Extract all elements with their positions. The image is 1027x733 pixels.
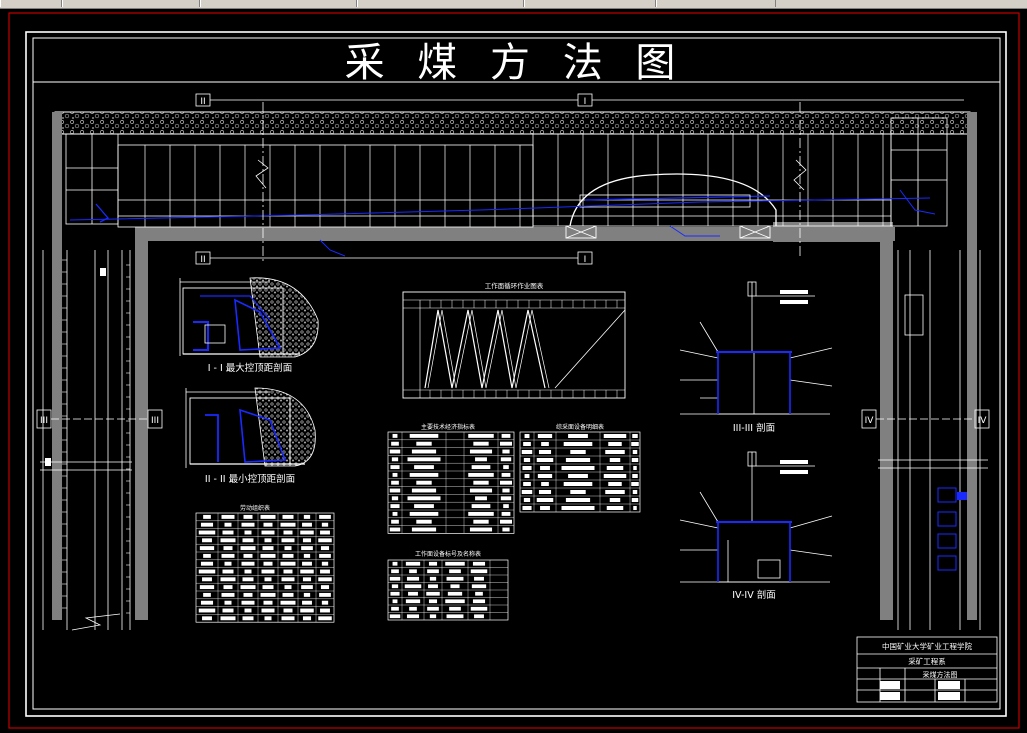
section-mark: I xyxy=(584,255,587,265)
section-mark: III xyxy=(40,416,48,426)
section-mark: II xyxy=(200,97,205,107)
toolbar-segment[interactable] xyxy=(0,0,62,7)
title-block-project: 采矿工程系 xyxy=(908,656,946,666)
section-max-caption: I - I 最大控顶距剖面 xyxy=(208,362,293,374)
face-equipment-table xyxy=(387,559,509,621)
labor-table xyxy=(195,512,335,623)
tech-indicators-table xyxy=(387,431,515,534)
face-plan-view: II I II I xyxy=(52,93,977,620)
equipment-table xyxy=(519,431,641,513)
cycle-chart: 工作面循环作业图表 xyxy=(402,281,626,399)
section-3-drawing xyxy=(679,281,833,415)
section-4-caption: IV-IV 剖面 xyxy=(732,589,776,601)
window-toolbar-strip xyxy=(0,0,1027,9)
outer-frame-border xyxy=(8,12,1020,729)
section-3-caption: III-III 剖面 xyxy=(733,422,775,434)
equipment-table-title: 综采面设备明细表 xyxy=(556,423,604,431)
face-equipment-table-title: 工作面设备标号及名称表 xyxy=(415,550,481,558)
section-min-caption: II - II 最小控顶距剖面 xyxy=(205,473,295,485)
right-roadway-section xyxy=(861,250,990,630)
inner-drawing-frame xyxy=(32,37,1001,710)
title-block-school: 中国矿业大学矿业工程学院 xyxy=(882,641,972,651)
cycle-chart-title: 工作面循环作业图表 xyxy=(485,281,544,290)
drawing-frame xyxy=(25,31,1007,717)
title-block xyxy=(856,636,998,703)
toolbar-segment[interactable] xyxy=(62,0,200,7)
section-mark: IV xyxy=(865,416,875,426)
labor-table-title: 劳动组织表 xyxy=(240,504,270,512)
toolbar-segment[interactable] xyxy=(357,0,524,7)
title-block-drawing-name: 采煤方法图 xyxy=(923,670,958,679)
section-min-support-drawing: II - II 最小控顶距剖面 xyxy=(185,387,316,485)
toolbar-segment[interactable] xyxy=(656,0,776,7)
toolbar-segment[interactable] xyxy=(200,0,357,7)
tech-table-title: 主要技术经济指标表 xyxy=(421,423,475,431)
section-mark: IV xyxy=(978,416,988,426)
section-mark: I xyxy=(584,97,587,107)
section-mark: III xyxy=(151,416,159,426)
drawing-title: 采 煤 方 法 图 xyxy=(345,40,686,86)
section-4-drawing xyxy=(679,451,833,583)
section-mark: II xyxy=(200,255,205,265)
toolbar-segment[interactable] xyxy=(524,0,656,7)
section-max-support-drawing: I - I 最大控顶距剖面 xyxy=(179,277,319,374)
cad-drawing-canvas[interactable]: 采 煤 方 法 图 xyxy=(0,8,1027,733)
